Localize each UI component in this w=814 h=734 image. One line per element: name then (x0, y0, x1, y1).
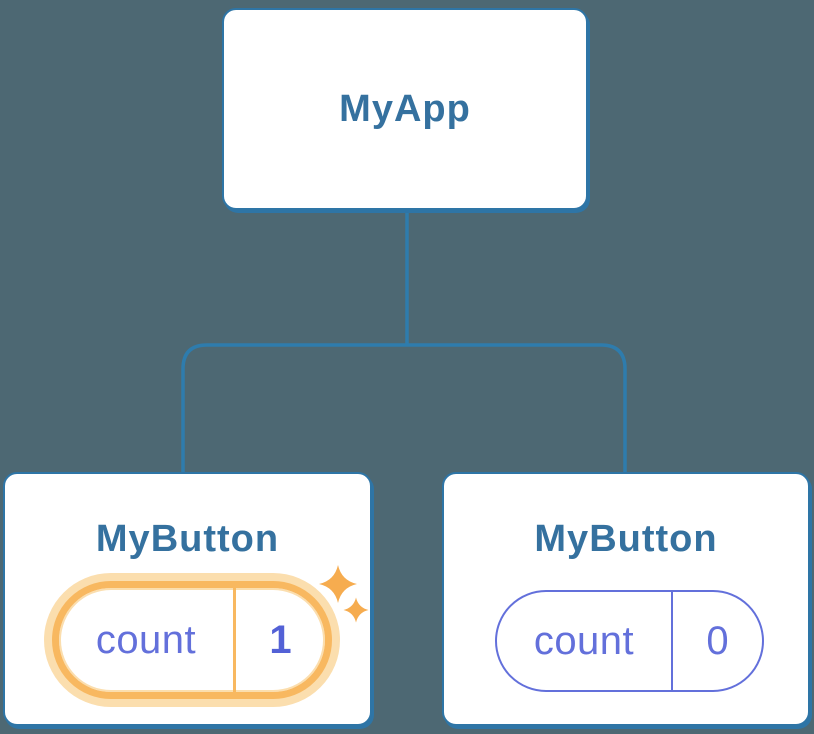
tree-node-myapp: MyApp (222, 8, 588, 210)
state-pill-highlighted: count 1 (52, 581, 332, 699)
pill-divider (233, 588, 236, 692)
state-label: count (95, 617, 197, 662)
sparkle-icon-small (343, 597, 369, 623)
node-title: MyButton (534, 518, 718, 560)
sparkle-icon-large (319, 565, 357, 603)
state-value: 0 (706, 618, 729, 663)
tree-node-mybutton: MyButton count 0 (442, 472, 810, 726)
node-title: MyApp (339, 88, 471, 130)
state-pill: count 0 (495, 590, 764, 692)
connector-branch-bracket (181, 343, 627, 472)
tree-node-mybutton-updated: MyButton count 1 (3, 472, 372, 726)
node-title: MyButton (95, 518, 280, 560)
state-value: 1 (269, 617, 292, 662)
pill-divider (671, 592, 673, 690)
state-label: count (533, 618, 635, 663)
